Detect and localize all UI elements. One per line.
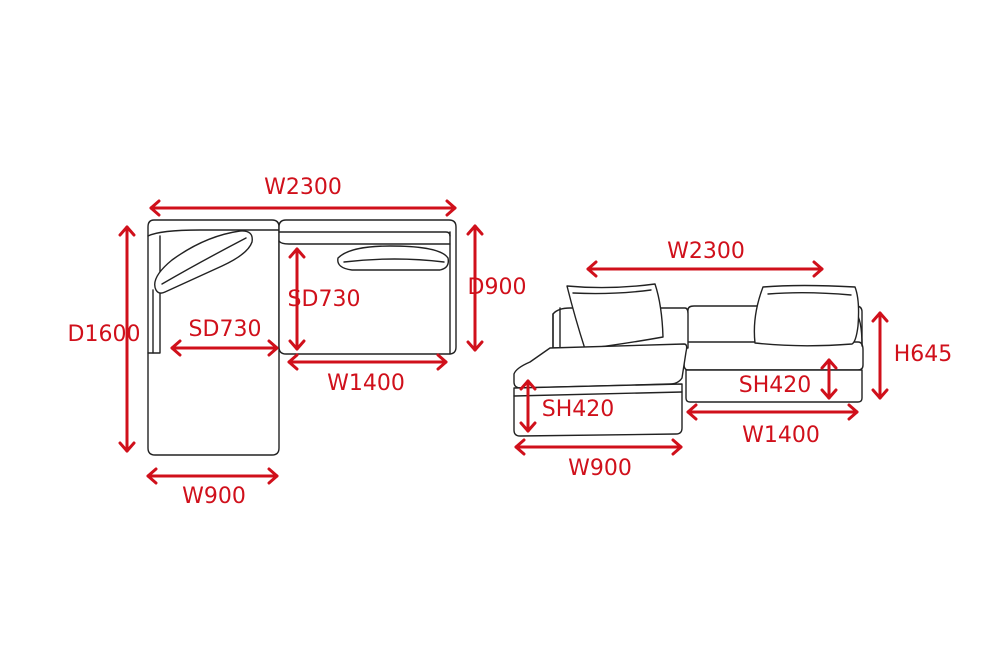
front-main-pillow	[753, 284, 860, 347]
front-chaise-pillow-edge	[572, 289, 652, 295]
front-chaise-width-label: W900	[568, 456, 632, 481]
top-depth-1600-arrow	[118, 225, 136, 453]
front-width-2300-arrow	[586, 260, 824, 278]
front-main-seat	[683, 341, 864, 371]
top-main-seat-depth-label: SD730	[288, 287, 361, 312]
front-main-sh420-arrow	[820, 358, 838, 400]
top-main-pillow	[337, 245, 450, 271]
front-chaise-seat	[513, 343, 688, 389]
front-main-pillow-edge	[767, 292, 852, 296]
top-overall-depth-label: D1600	[68, 322, 141, 347]
top-overall-width-label: W2300	[264, 175, 342, 200]
top-chaise-sd730-arrow	[170, 339, 279, 357]
front-chaise-base-seam	[513, 391, 683, 397]
top-main-w1400-arrow	[287, 353, 448, 371]
top-chaise-back	[147, 229, 280, 237]
top-chaise-pillow-seam	[161, 237, 247, 285]
top-main-back2	[278, 240, 451, 245]
front-main-base	[685, 369, 863, 403]
top-width-2300-arrow	[149, 199, 457, 217]
front-main-w1400-arrow	[686, 403, 859, 421]
front-chaise-w900-arrow	[514, 438, 683, 456]
front-height-645-arrow	[871, 311, 889, 400]
top-main-sd730-arrow	[288, 247, 306, 351]
top-chaise-pillow	[154, 230, 253, 294]
front-chaise-pillow	[566, 283, 664, 350]
top-main-d900-arrow	[466, 224, 484, 352]
top-chaise-w900-arrow	[146, 467, 279, 485]
top-main-depth-label: D900	[468, 275, 527, 300]
front-main-width-label: W1400	[742, 423, 820, 448]
front-main-seat-height-label: SH420	[739, 373, 812, 398]
front-chaise-seat-height-label: SH420	[542, 397, 615, 422]
top-chaise-width-label: W900	[182, 484, 246, 509]
front-chaise-base	[513, 383, 683, 437]
top-main-width-label: W1400	[327, 371, 405, 396]
top-main-pillow-seam	[343, 258, 445, 263]
front-view: W2300 H645 SH420 W1400 SH420 W900	[513, 239, 953, 481]
front-overall-width-label: W2300	[667, 239, 745, 264]
top-chaise-seat-depth-label: SD730	[189, 317, 262, 342]
front-chaise-sh420-arrow	[519, 379, 537, 433]
top-view: W2300 D1600 SD730 W900 SD730 D900 W1400	[68, 175, 527, 509]
front-height-label: H645	[894, 342, 953, 367]
